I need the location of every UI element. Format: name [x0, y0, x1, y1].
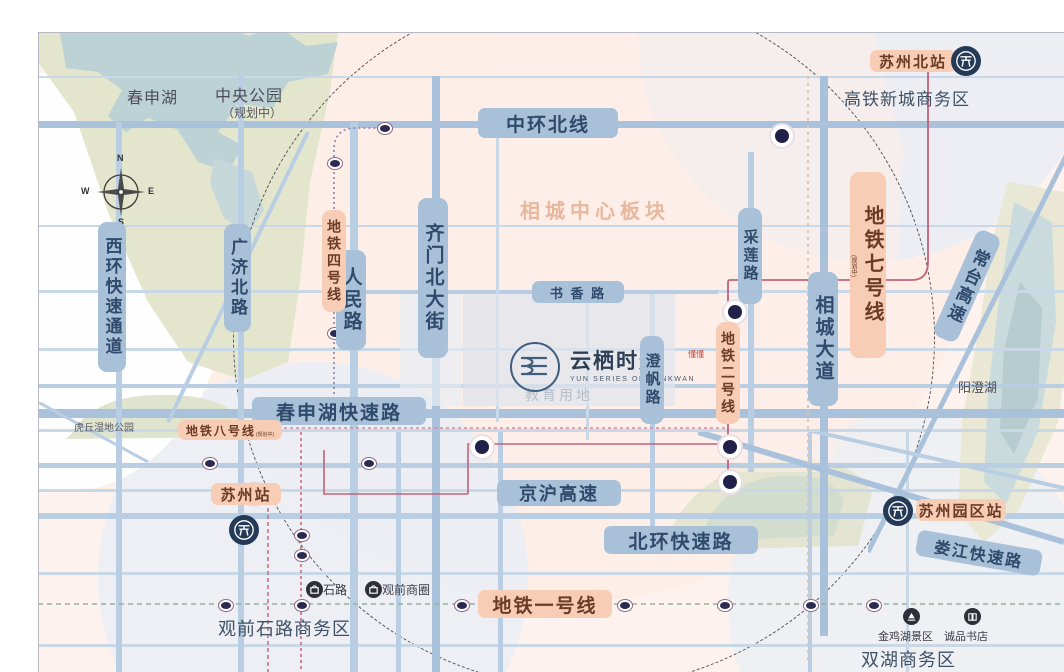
road-label-xihuan-kuaisutongdao[interactable]: 西环快速通道 [98, 222, 126, 372]
road-v-minor-6[interactable] [498, 432, 503, 672]
road-label-guangji-beilu[interactable]: 广济北路 [224, 224, 251, 332]
road-h-minor-10[interactable] [38, 76, 1064, 78]
project-logo[interactable]: 云栖时光 YUN SERIES OF SUNKWAN 懂懂 [510, 342, 704, 392]
road-v-cailian-lu[interactable] [748, 152, 754, 472]
project-logo-icon [510, 342, 560, 392]
project-subtitle: YUN SERIES OF SUNKWAN [570, 376, 696, 383]
road-h-shuxiang[interactable] [338, 290, 718, 294]
road-v-minor-1[interactable] [496, 122, 499, 422]
metro-station-dot[interactable] [378, 123, 392, 134]
road-v-changtai-gaosu-line[interactable] [868, 152, 1064, 572]
road-label-zhonghuan-beixian[interactable]: 中环北线 [478, 108, 618, 138]
metro-station-dot[interactable] [718, 600, 732, 611]
metro-badge-icon[interactable] [469, 434, 495, 460]
railway-icon[interactable] [229, 515, 259, 545]
metro-station-dot[interactable] [295, 530, 309, 541]
metro-badge-icon[interactable] [717, 434, 743, 460]
project-mark: 懂懂 [688, 350, 705, 359]
road-h-minor-9[interactable] [38, 644, 1064, 647]
poi-label-shilu: 石路 [323, 583, 348, 597]
metro-station-dot[interactable] [219, 600, 233, 611]
metro-label-line-7-note: (规划中) [850, 255, 856, 277]
district-label-gaotie: 高铁新城商务区 [844, 90, 970, 109]
road-v-minor-2[interactable] [906, 432, 909, 672]
label-central-park-note: （规划中） [222, 106, 283, 120]
metro-label-line-4[interactable]: 地铁四号线 [322, 210, 346, 312]
label-central-park: 中央公园 [215, 88, 284, 105]
road-diagonal-lower-left[interactable] [38, 402, 158, 482]
road-label-qimen-beidajie[interactable]: 齐门北大街 [418, 198, 448, 358]
road-label-jinghu-gaosu[interactable]: 京沪高速 [497, 480, 621, 506]
scenic-icon[interactable] [903, 608, 920, 625]
map-canvas[interactable]: N S W E 春申湖 中央公园 （规划中） 阳澄湖 虎丘湿地公园 相城中心板块… [38, 32, 1064, 672]
road-loujiang-diagonal[interactable] [698, 432, 1064, 612]
metro-label-line-2[interactable]: 地铁二号线 [716, 322, 740, 424]
rail-label-suzhou-bei[interactable]: 苏州北站 [870, 50, 956, 72]
road-h-chunshenhu-kuaisulu[interactable] [38, 409, 1064, 418]
rail-label-suzhou-yuanqu[interactable]: 苏州园区站 [916, 499, 1006, 521]
road-h-minor-4[interactable] [38, 429, 1064, 432]
metro-station-dot[interactable] [295, 600, 309, 611]
metro-badge-icon[interactable] [717, 469, 743, 495]
road-h-minor-8[interactable] [38, 572, 1064, 575]
road-v-minor-3[interactable] [808, 432, 812, 672]
road-label-chengfan-lu[interactable]: 澄帆路 [640, 336, 664, 424]
poi-label-guanqian-shangquan: 观前商圈 [382, 583, 431, 597]
metro-station-dot[interactable] [867, 600, 881, 611]
road-v-minor-5[interactable] [396, 432, 401, 672]
district-label-xiangcheng: 相城中心板块 [520, 201, 670, 223]
metro-label-line-7-text: 地铁七号线 [861, 205, 883, 325]
metro-badge-icon[interactable] [769, 123, 795, 149]
road-label-beihuan-kuaisulu[interactable]: 北环快速路 [604, 526, 758, 554]
label-huqiu-wetland-park: 虎丘湿地公园 [74, 423, 134, 434]
poi-label-jinjihu: 金鸡湖景区 [878, 631, 933, 643]
shopping-icon[interactable] [306, 581, 323, 598]
metro-station-dot[interactable] [328, 158, 342, 169]
road-v-xihuan-kuaisutongdao[interactable] [116, 122, 122, 672]
metro-station-dot[interactable] [295, 550, 309, 561]
metro-station-dot[interactable] [203, 458, 217, 469]
metro-label-line-8-note: (规划中) [255, 432, 275, 438]
service-radius-circle [233, 32, 935, 672]
compass-icon: N S W E [81, 153, 154, 227]
compass-label-w: W [81, 186, 90, 196]
metro-station-dot[interactable] [362, 458, 376, 469]
road-label-xiangcheng-dadao[interactable]: 相城大道 [808, 272, 838, 406]
metro-label-line-1[interactable]: 地铁一号线 [478, 590, 612, 618]
road-h-minor-7[interactable] [38, 225, 1064, 227]
compass-label-n: N [117, 153, 124, 163]
label-yangcheng-lake: 阳澄湖 [958, 380, 998, 395]
book-icon[interactable] [964, 608, 981, 625]
district-label-shuanghu: 双湖商务区 [861, 650, 956, 670]
road-h-minor-1[interactable] [38, 290, 338, 293]
district-label-guanqian: 观前石路商务区 [218, 619, 351, 639]
metro-station-dot[interactable] [455, 600, 469, 611]
water-chunshen-lake [38, 32, 368, 252]
compass-label-e: E [148, 186, 155, 196]
rail-label-suzhou-zhan[interactable]: 苏州站 [211, 483, 281, 505]
project-logo-text: 云栖时光 YUN SERIES OF SUNKWAN 懂懂 [570, 350, 704, 383]
education-block [463, 294, 675, 406]
poi-label-chengpin: 诚品书店 [944, 631, 988, 643]
road-label-shuxiang-lu[interactable]: 书 香 路 [532, 281, 624, 303]
road-h-beihuan-kuaisulu[interactable] [38, 513, 1064, 519]
road-v-guangji-beilu[interactable] [238, 76, 244, 672]
road-label-cailian-lu[interactable]: 采莲路 [738, 208, 762, 304]
shopping-icon[interactable] [365, 581, 382, 598]
metro-label-line-8-text: 地铁八号线 [185, 423, 256, 438]
road-h-minor-2[interactable] [718, 290, 1064, 293]
metro-station-dot[interactable] [618, 600, 632, 611]
project-name: 云栖时光 [570, 350, 662, 373]
road-h-jinghu-gaosu[interactable] [38, 463, 1064, 468]
metro-label-line-7[interactable]: 地铁七号线 (规划中) [850, 172, 886, 358]
road-label-chunshenhu-kuaisulu[interactable]: 春申湖快速路 [252, 397, 426, 425]
railway-icon[interactable] [951, 46, 981, 76]
metro-station-dot[interactable] [804, 600, 818, 611]
railway-icon[interactable] [883, 496, 913, 526]
metro-label-line-8[interactable]: 地铁八号线 (规划中) [178, 420, 282, 440]
label-chunshen-lake: 春申湖 [127, 90, 179, 107]
